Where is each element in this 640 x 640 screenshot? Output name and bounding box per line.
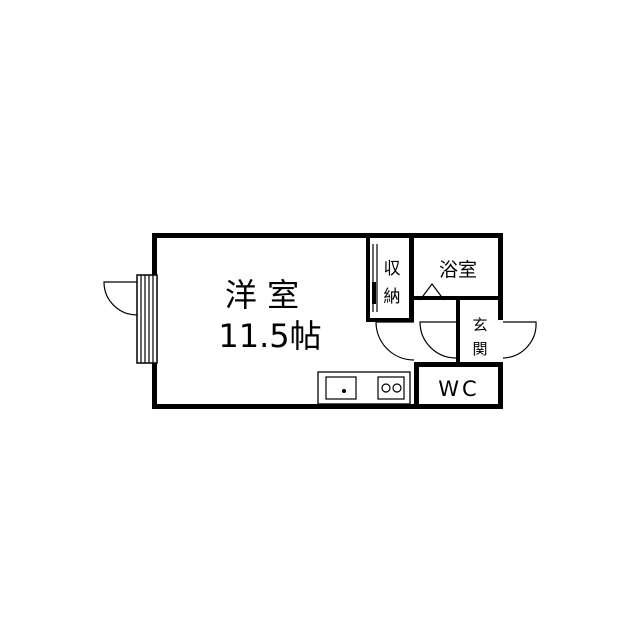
entrance-door (498, 320, 537, 362)
balcony-window (103, 274, 158, 364)
western-room-size: 11.5帖 (218, 317, 321, 355)
sink-drain (342, 389, 346, 393)
storage-label-1: 収 (384, 259, 401, 279)
stove (377, 376, 405, 400)
storage-label-2: 納 (384, 287, 401, 307)
bathroom-door (419, 283, 445, 301)
kitchen-counter (317, 371, 411, 405)
sink (325, 376, 357, 400)
stove-burner-icon (392, 383, 402, 393)
hall-door (419, 321, 457, 359)
bathroom-label: 浴室 (439, 259, 477, 281)
stove-burner-icon (381, 383, 391, 393)
western-room-name: 洋 室 (225, 276, 299, 314)
room-door (375, 321, 415, 361)
toilet-label: WC (438, 377, 479, 401)
entrance-label-2: 関 (472, 340, 487, 358)
interior-walls (366, 238, 503, 409)
entrance-label-1: 玄 (472, 316, 487, 334)
storage-doors (372, 244, 378, 312)
